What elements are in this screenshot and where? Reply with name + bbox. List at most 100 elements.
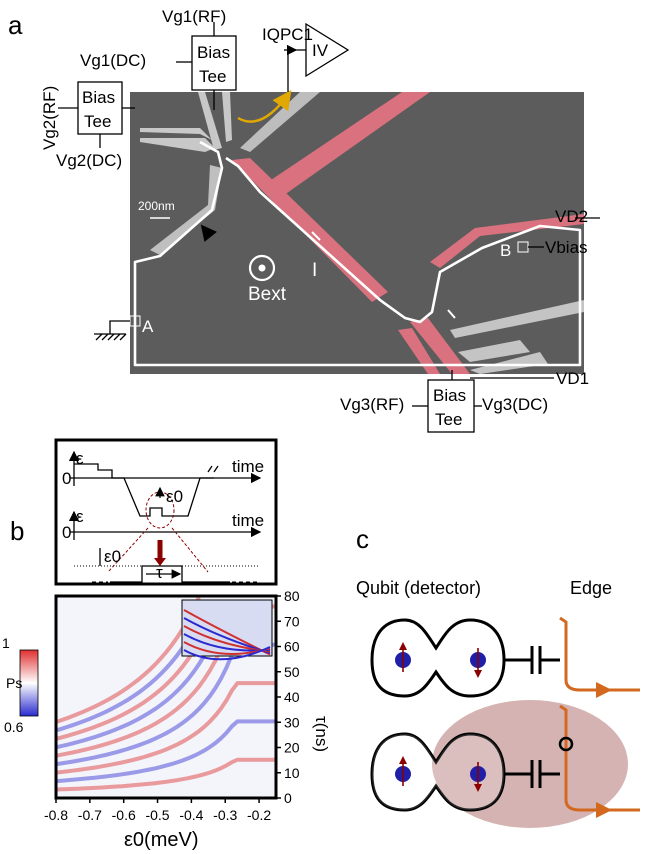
pulse-eps-top: ε bbox=[76, 449, 84, 468]
simulation-inset bbox=[181, 599, 273, 657]
bias-tee-3-line1: Bias bbox=[433, 386, 466, 405]
pulse-time-top: time bbox=[232, 457, 264, 476]
heatmap-fringe bbox=[55, 606, 207, 733]
x-tick-label: -0.4 bbox=[179, 807, 203, 823]
red-gate bbox=[398, 328, 440, 374]
bias-tee-2-line2: Tee bbox=[84, 112, 111, 131]
bias-tee-2-line1: Bias bbox=[82, 88, 115, 107]
bext-dot bbox=[258, 264, 266, 272]
edge-arrow-top bbox=[596, 682, 612, 698]
bext-symbol bbox=[248, 254, 276, 282]
colorbar-label: Ps bbox=[6, 675, 22, 691]
y-tick-label: 20 bbox=[284, 740, 300, 756]
bext-label: Bext bbox=[248, 284, 287, 305]
x-ticks: -0.8-0.7-0.6-0.5-0.4-0.3-0.2 bbox=[44, 798, 271, 823]
grey-gate bbox=[222, 92, 232, 142]
current-flow-arrow bbox=[237, 90, 292, 123]
grey-gate bbox=[140, 138, 215, 152]
y-tick-label: 60 bbox=[284, 639, 300, 655]
qubit-label: Qubit (detector) bbox=[356, 578, 481, 598]
pulse-eps0-bottom: ε0 bbox=[104, 547, 121, 566]
panel-label-a: a bbox=[8, 10, 23, 40]
x-tick-label: -0.2 bbox=[247, 807, 271, 823]
x-tick-label: -0.3 bbox=[213, 807, 237, 823]
vg1-dc-label: Vg1(DC) bbox=[80, 51, 146, 70]
red-gate bbox=[262, 92, 430, 198]
edge-arrow bbox=[200, 224, 217, 242]
vg1-rf-label: Vg1(RF) bbox=[162, 7, 226, 26]
edge-channel-top bbox=[559, 616, 640, 692]
y-tick-label: 0 bbox=[284, 790, 292, 806]
red-gate bbox=[232, 158, 388, 302]
red-gate bbox=[410, 318, 470, 374]
vg2-dc-label: Vg2(DC) bbox=[56, 151, 122, 170]
heatmap-plot bbox=[54, 594, 278, 800]
x-tick-label: -0.6 bbox=[112, 807, 136, 823]
current-label: I bbox=[312, 260, 317, 281]
grey-gate bbox=[458, 340, 530, 362]
sem-image bbox=[130, 90, 584, 374]
ground-symbol bbox=[94, 320, 130, 341]
panel-label-c: c bbox=[356, 524, 369, 554]
vg2-rf-label: Vg2(RF) bbox=[40, 86, 59, 150]
grey-gate bbox=[198, 92, 222, 150]
edge-label: Edge bbox=[570, 578, 612, 598]
grey-gate bbox=[150, 165, 222, 255]
y-tick-label: 10 bbox=[284, 765, 300, 781]
grey-gate bbox=[240, 92, 320, 152]
heatmap-fringes bbox=[55, 596, 276, 792]
qubit-top bbox=[370, 618, 560, 698]
x-axis-label: ε0(meV) bbox=[124, 829, 198, 851]
y-tick-label: 30 bbox=[284, 714, 300, 730]
pulse-diagram bbox=[54, 438, 278, 586]
heatmap-fringe bbox=[55, 757, 276, 792]
bias-tee-1 bbox=[176, 22, 237, 110]
grey-gate bbox=[470, 352, 548, 374]
heatmap-fringe bbox=[55, 596, 201, 724]
pulse-eps0-top: ε0 bbox=[166, 487, 183, 506]
y-tick-label: 80 bbox=[284, 588, 300, 604]
vg3-dc-label: Vg3(DC) bbox=[482, 395, 548, 414]
qubit-bottom bbox=[370, 732, 560, 812]
edge-current-path bbox=[133, 140, 582, 367]
inset-fringe bbox=[183, 646, 271, 661]
contact-b-label: B bbox=[500, 241, 511, 260]
pulse-eps-bottom: ε bbox=[76, 507, 84, 526]
heatmap-fringe bbox=[55, 681, 276, 775]
heatmap-fringe bbox=[55, 604, 218, 741]
edge-electron bbox=[558, 736, 574, 752]
bias-tee-1-line2: Tee bbox=[199, 67, 226, 86]
inset-fringes bbox=[183, 609, 271, 661]
x-tick-label: -0.8 bbox=[44, 807, 68, 823]
y-tick-label: 70 bbox=[284, 613, 300, 629]
x-tick-label: -0.7 bbox=[78, 807, 102, 823]
bias-tee-2 bbox=[58, 81, 135, 148]
coupling-region bbox=[432, 700, 628, 828]
y-ticks: 0 10 20 30 40 50 60 70 80 bbox=[276, 588, 300, 806]
panel-label-b: b bbox=[10, 516, 24, 546]
y-axis-label: τ(ns) bbox=[312, 716, 331, 752]
grey-gate bbox=[140, 128, 212, 140]
colorbar-max: 1 bbox=[2, 635, 10, 651]
edge-arrow bbox=[447, 309, 456, 319]
heatmap-fringe bbox=[55, 601, 229, 750]
scale-bar-label: 200nm bbox=[138, 199, 175, 213]
contact-a-label: A bbox=[142, 317, 154, 336]
vd2-label: VD2 bbox=[555, 207, 588, 226]
y-tick-label: 50 bbox=[284, 664, 300, 680]
edge-channel-bottom bbox=[559, 704, 640, 812]
vbias-label: Vbias bbox=[545, 238, 588, 257]
y-tick-label: 40 bbox=[284, 689, 300, 705]
vd1-label: VD1 bbox=[556, 369, 589, 388]
colorbar bbox=[19, 649, 39, 717]
iv-label: IV bbox=[312, 41, 329, 60]
iqpc-label: IQPC1 bbox=[262, 25, 313, 44]
heatmap-fringe bbox=[55, 719, 276, 784]
edge-arrow-bottom bbox=[596, 802, 612, 818]
edge-arrow bbox=[311, 231, 321, 241]
pulse-zero-top: 0 bbox=[62, 469, 71, 488]
grey-gate bbox=[450, 300, 584, 338]
pulse-tau: τ bbox=[156, 563, 163, 582]
pulse-time-bottom: time bbox=[232, 511, 264, 530]
